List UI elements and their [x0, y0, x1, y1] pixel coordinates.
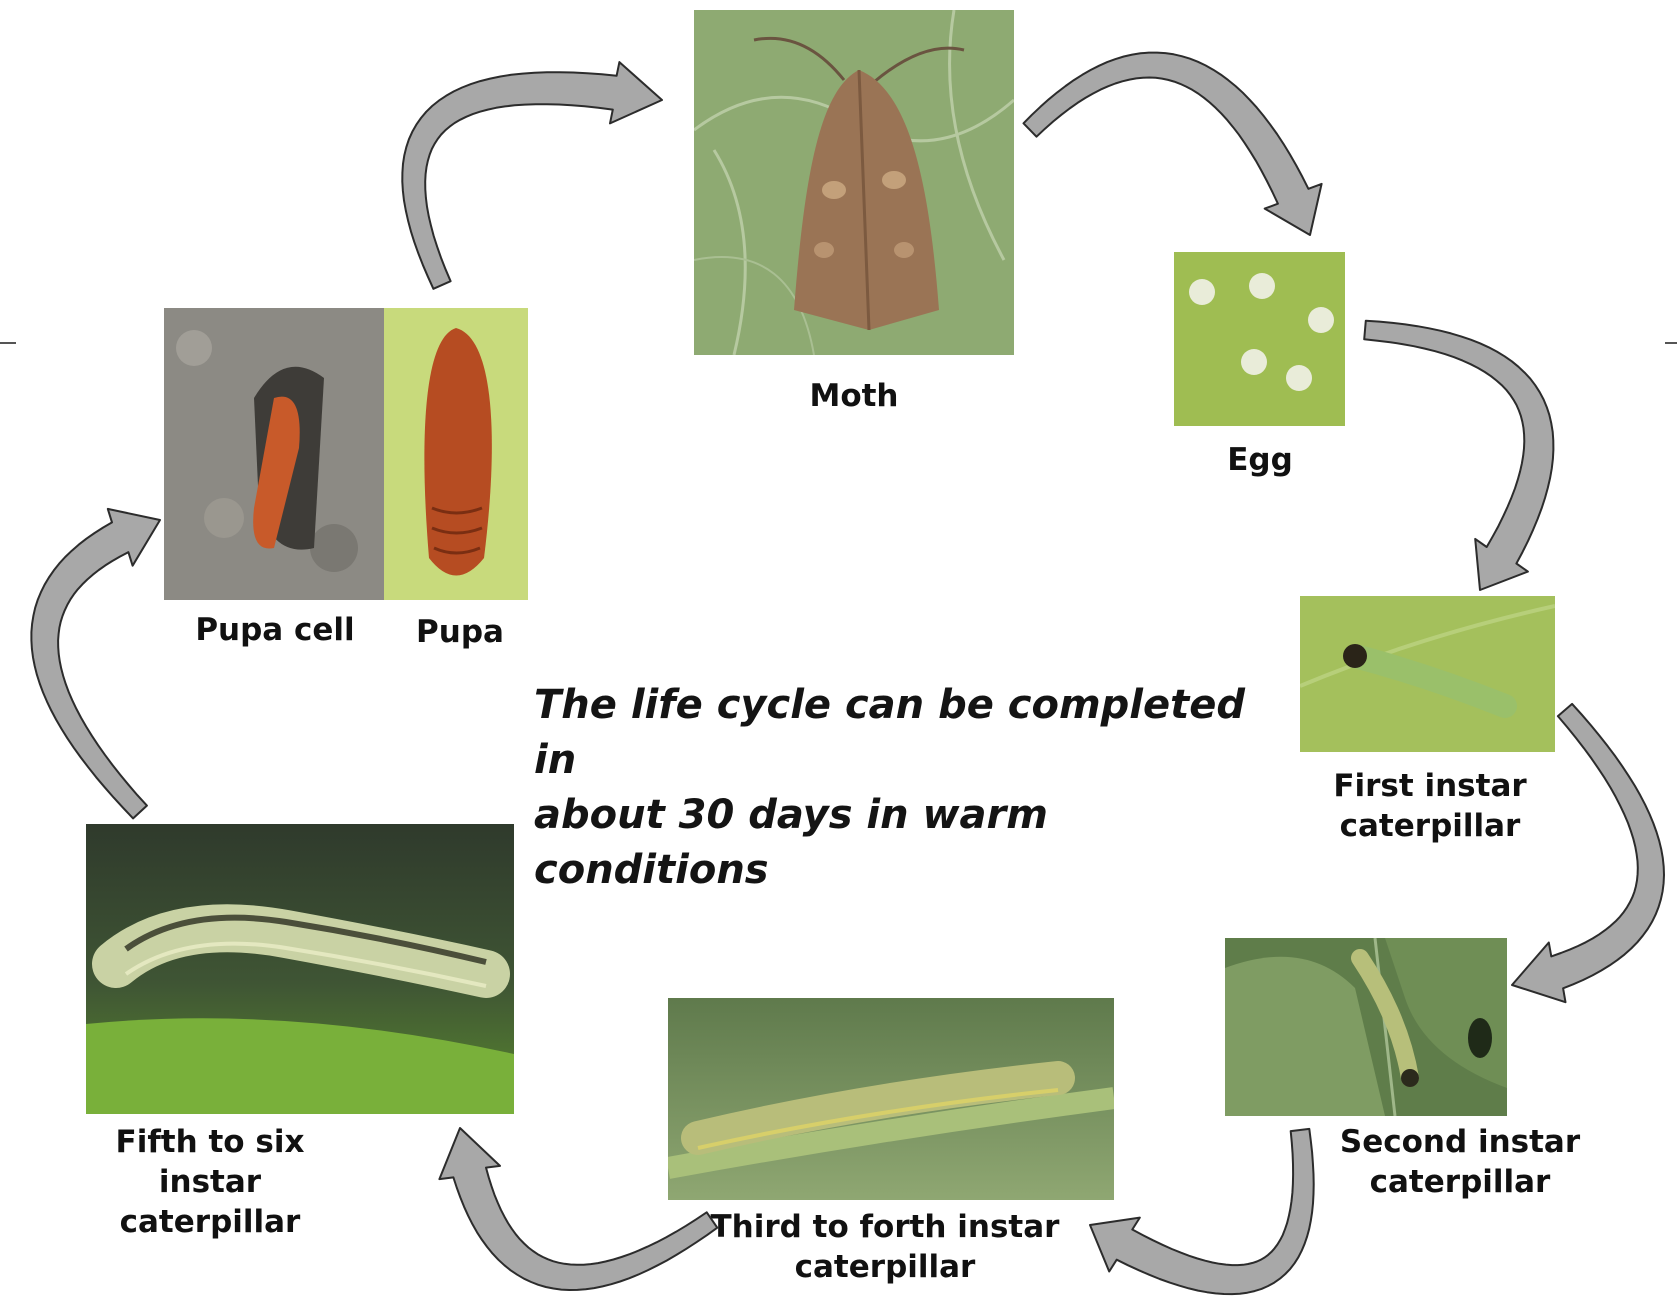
arrow-fifth-to-pupa [31, 509, 160, 819]
arrow-second-to-third [1090, 1129, 1314, 1294]
arrow-moth-to-egg [1024, 53, 1322, 235]
arrow-pupa-to-moth [402, 62, 662, 289]
arrow-third-to-fifth [439, 1128, 717, 1290]
arrow-first-to-second [1512, 704, 1664, 1002]
arrow-egg-to-first [1364, 321, 1553, 590]
